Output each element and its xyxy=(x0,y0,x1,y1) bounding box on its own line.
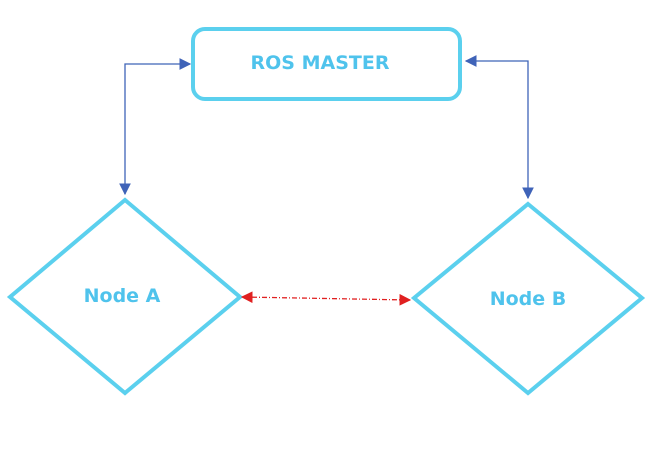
master-node-a-link xyxy=(119,58,192,196)
node-a-node-b-peer-link xyxy=(240,291,412,306)
node-b-diamond xyxy=(410,201,646,396)
ros-master-box xyxy=(191,27,462,101)
node-b-label: Node B xyxy=(490,288,567,310)
node-a-label: Node A xyxy=(84,285,161,307)
node-a-diamond xyxy=(6,197,244,396)
ros-master-label: ROS MASTER xyxy=(251,52,390,74)
master-node-b-link xyxy=(464,55,534,200)
